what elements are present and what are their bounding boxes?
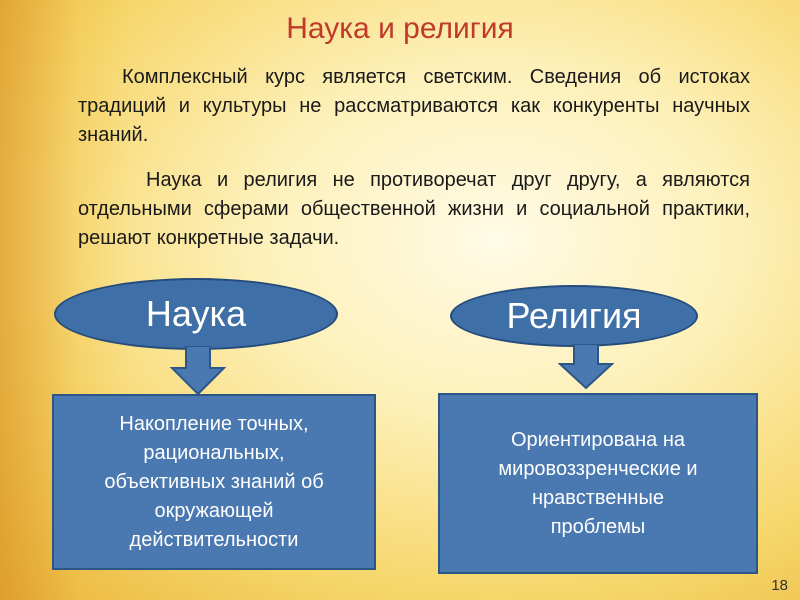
science-description-line: окружающей <box>154 499 274 522</box>
science-description-line: рациональных, <box>143 441 285 464</box>
religion-oval: Религия <box>450 285 698 347</box>
religion-description-line: проблемы <box>550 515 646 538</box>
religion-description-line: мировоззренческие и <box>498 457 698 480</box>
religion-description-line: Ориентирована на <box>510 428 685 451</box>
science-description-line: объективных знаний об <box>104 470 324 493</box>
down-arrow-icon <box>558 344 614 390</box>
science-oval: Наука <box>54 278 338 350</box>
science-description-line: Накопление точных, <box>119 412 309 435</box>
religion-description-line: нравственные <box>532 486 664 509</box>
science-description-box: Накопление точных, рациональных, объекти… <box>52 394 376 570</box>
page-number: 18 <box>771 577 788 594</box>
paragraph-course-secular: Комплексный курс является светским. Свед… <box>78 66 750 146</box>
religion-label: Религия <box>506 295 642 336</box>
science-label: Наука <box>145 293 247 334</box>
paragraph-science-religion: Наука и религия не противоречат друг дру… <box>78 169 750 249</box>
science-description-line: действительности <box>129 528 299 551</box>
religion-description-box: Ориентирована на мировоззренческие и нра… <box>438 393 758 574</box>
slide-title: Наука и религия <box>286 12 514 45</box>
down-arrow-icon <box>170 346 226 396</box>
